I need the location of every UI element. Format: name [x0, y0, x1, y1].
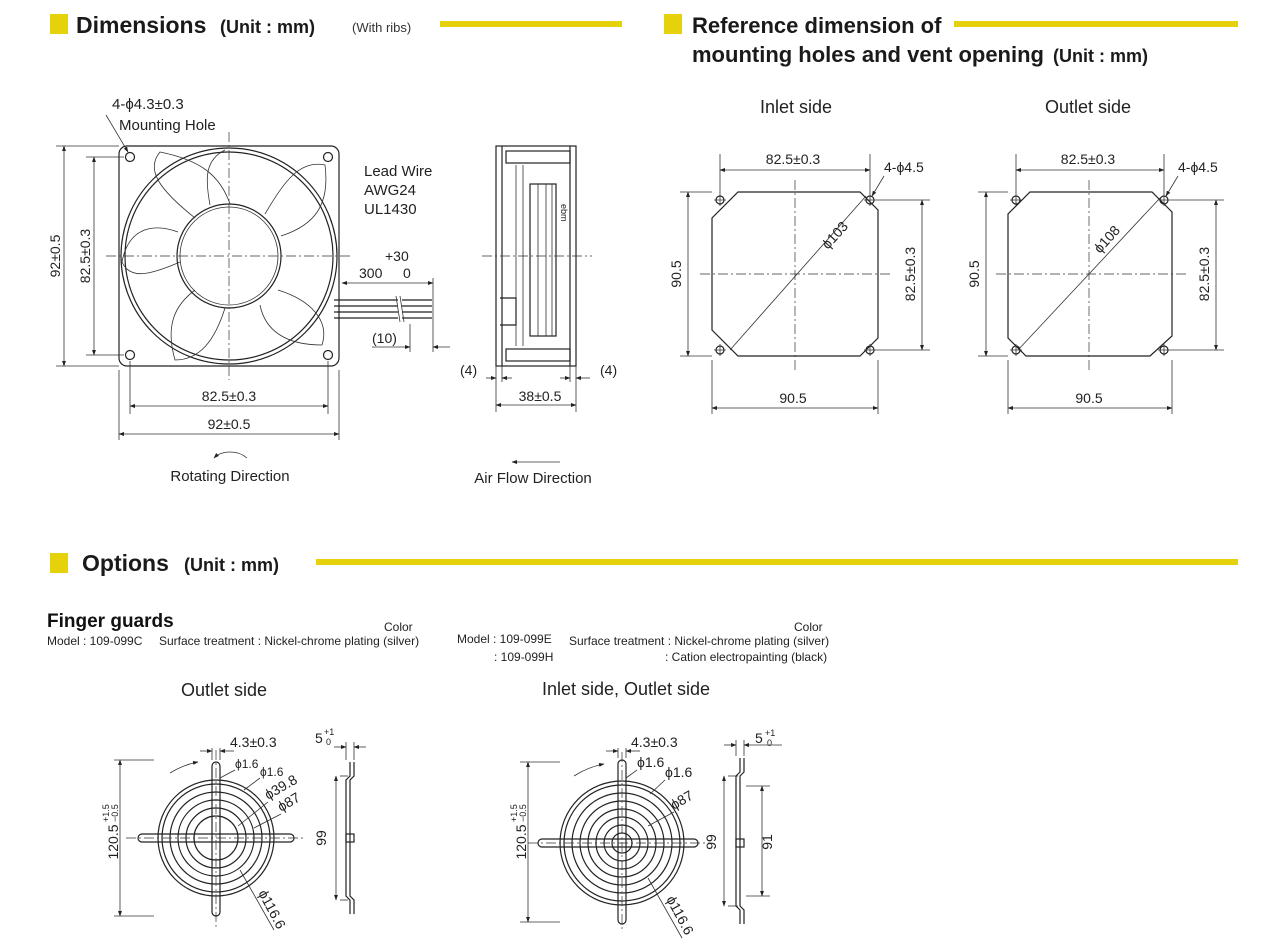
guard1-thickness-tol-top: +1	[324, 727, 334, 737]
dimensions-note: (With ribs)	[352, 20, 411, 35]
guard2-height-tol-top: +1.5	[509, 804, 519, 822]
inlet-top-dim: 82.5±0.3	[766, 151, 821, 167]
outlet-side-label: Outlet side	[1045, 97, 1131, 117]
reference-title-line2: mounting holes and vent opening	[692, 42, 1044, 67]
rotation-arrow-icon	[213, 451, 248, 459]
options-title: Options	[82, 550, 169, 576]
guard1-thickness-dim: 5	[315, 730, 323, 746]
heading-square-icon	[664, 14, 682, 34]
hole-spec: 4-ϕ4.3±0.3	[112, 96, 184, 113]
heading-rule	[316, 559, 1238, 565]
options-unit: (Unit : mm)	[184, 555, 279, 575]
outlet-right-dim: 82.5±0.3	[1196, 247, 1212, 302]
fan-blades	[121, 149, 327, 361]
depth-dim: 38±0.5	[519, 388, 562, 404]
lead-strip-length: (10)	[372, 330, 397, 346]
guard2-model: Model : 109-099E	[457, 632, 552, 646]
awg-label: AWG24	[364, 182, 416, 199]
guard2-side-dim: 99	[703, 834, 719, 850]
guard2-side-dim-91: 91	[759, 834, 775, 850]
guard1-view-label: Outlet side	[181, 680, 267, 700]
finger-guards-title: Finger guards	[47, 611, 174, 632]
guard1-front-drawing	[126, 750, 306, 928]
guard2-thickness-dim: 5	[755, 730, 763, 746]
heading-square-icon	[50, 553, 68, 573]
dimensions-title: Dimensions	[76, 12, 206, 38]
guard1-side-dim: 99	[313, 830, 329, 846]
guard1-hole-dim: 4.3±0.3	[230, 734, 277, 750]
guard1-outer-dia: ϕ116.6	[255, 887, 289, 932]
guard1-thickness-tol-bottom: 0	[326, 737, 331, 747]
outlet-reference-drawing: Outlet side ϕ108 82.5±0.3 4-ϕ4.5 90.5 82…	[966, 97, 1224, 414]
dimensions-heading: Dimensions (Unit : mm) (With ribs)	[50, 12, 622, 38]
lead-tol-plus: +30	[385, 248, 409, 264]
guard1-height-tol-bottom: −0.5	[110, 804, 120, 822]
guard2-color-header: Color	[794, 620, 823, 634]
width-outer-dim: 92±0.5	[208, 416, 251, 432]
dimensions-unit: (Unit : mm)	[220, 17, 315, 37]
guard1-model: Model : 109-099C	[47, 634, 143, 648]
inlet-right-dim: 82.5±0.3	[902, 247, 918, 302]
outlet-holes-dim: 4-ϕ4.5	[1178, 159, 1218, 175]
guard2-thickness-tol-top: +1	[765, 728, 775, 738]
mounting-hole-label: Mounting Hole	[119, 117, 216, 134]
height-outer-dim: 92±0.5	[47, 234, 63, 277]
airflow-direction-label: Air Flow Direction	[474, 470, 592, 487]
guard2-wire-dia-a: ϕ1.6	[637, 754, 665, 770]
outlet-bottom-dim: 90.5	[1075, 390, 1102, 406]
inlet-left-dim: 90.5	[668, 260, 684, 287]
guard1-height-tol-top: +1.5	[101, 804, 111, 822]
reference-title-line1: Reference dimension of	[692, 13, 942, 38]
reference-unit: (Unit : mm)	[1053, 46, 1148, 66]
rib-left-dim: (4)	[460, 362, 477, 378]
guard2-height-dim: 120.5	[513, 824, 529, 859]
guard1-wire-dia-a: ϕ1.6	[235, 757, 259, 771]
fan-front-view	[106, 132, 432, 380]
heading-rule	[954, 21, 1238, 27]
options-heading: Options (Unit : mm)	[50, 550, 1238, 576]
guard1-surface: Surface treatment : Nickel-chrome platin…	[159, 634, 419, 648]
inlet-side-label: Inlet side	[760, 97, 832, 117]
guard2-wire-dia-b: ϕ1.6	[665, 764, 693, 780]
reference-heading: Reference dimension of mounting holes an…	[664, 13, 1238, 67]
inlet-vent-diameter: ϕ103	[818, 218, 851, 252]
lead-length: 300	[359, 265, 383, 281]
outlet-vent-diameter: ϕ108	[1090, 222, 1123, 256]
outlet-left-dim: 90.5	[966, 260, 982, 287]
fan-side-view: ebm	[482, 145, 592, 412]
guard2-hole-dim: 4.3±0.3	[631, 734, 678, 750]
mounting-hole-icons	[124, 151, 334, 361]
guard2-model-alt: : 109-099H	[494, 650, 553, 664]
guard2-side-drawing	[722, 758, 770, 924]
rotating-direction-label: Rotating Direction	[170, 468, 289, 485]
guard2-surface: Surface treatment : Nickel-chrome platin…	[569, 634, 829, 648]
guard1-color-header: Color	[384, 620, 413, 634]
inlet-bottom-dim: 90.5	[779, 390, 806, 406]
lead-wire	[334, 295, 432, 323]
rib-right-dim: (4)	[600, 362, 617, 378]
outlet-top-dim: 82.5±0.3	[1061, 151, 1116, 167]
heading-rule	[440, 21, 622, 27]
guard2-thickness-tol-bottom: 0	[767, 738, 772, 748]
lead-tol-zero: 0	[403, 265, 411, 281]
guard1-wire-dia-b: ϕ1.6	[260, 765, 284, 779]
inlet-reference-drawing: Inlet side ϕ103 82.5±0.3 4-ϕ4.5 90.5 82.…	[668, 97, 930, 414]
heading-square-icon	[50, 14, 68, 34]
guard2-outer-dia: ϕ116.6	[663, 893, 697, 938]
guard2-surface-alt: : Cation electropainting (black)	[665, 650, 827, 664]
guard2-view-label: Inlet side, Outlet side	[542, 679, 710, 699]
height-inner-dim: 82.5±0.3	[77, 229, 93, 284]
guard2-front-drawing	[528, 752, 710, 932]
ul-label: UL1430	[364, 201, 417, 218]
lead-wire-label: Lead Wire	[364, 163, 432, 180]
guard2-ring-dia-87: ϕ87	[668, 787, 696, 813]
inlet-holes-dim: 4-ϕ4.5	[884, 159, 924, 175]
guard2-height-tol-bottom: −0.5	[518, 804, 528, 822]
width-inner-dim: 82.5±0.3	[202, 388, 257, 404]
guard1-side-drawing	[334, 762, 355, 914]
svg-text:ebm: ebm	[559, 204, 569, 222]
guard1-height-dim: 120.5	[105, 824, 121, 859]
mounting-hole-icons	[1011, 195, 1169, 355]
